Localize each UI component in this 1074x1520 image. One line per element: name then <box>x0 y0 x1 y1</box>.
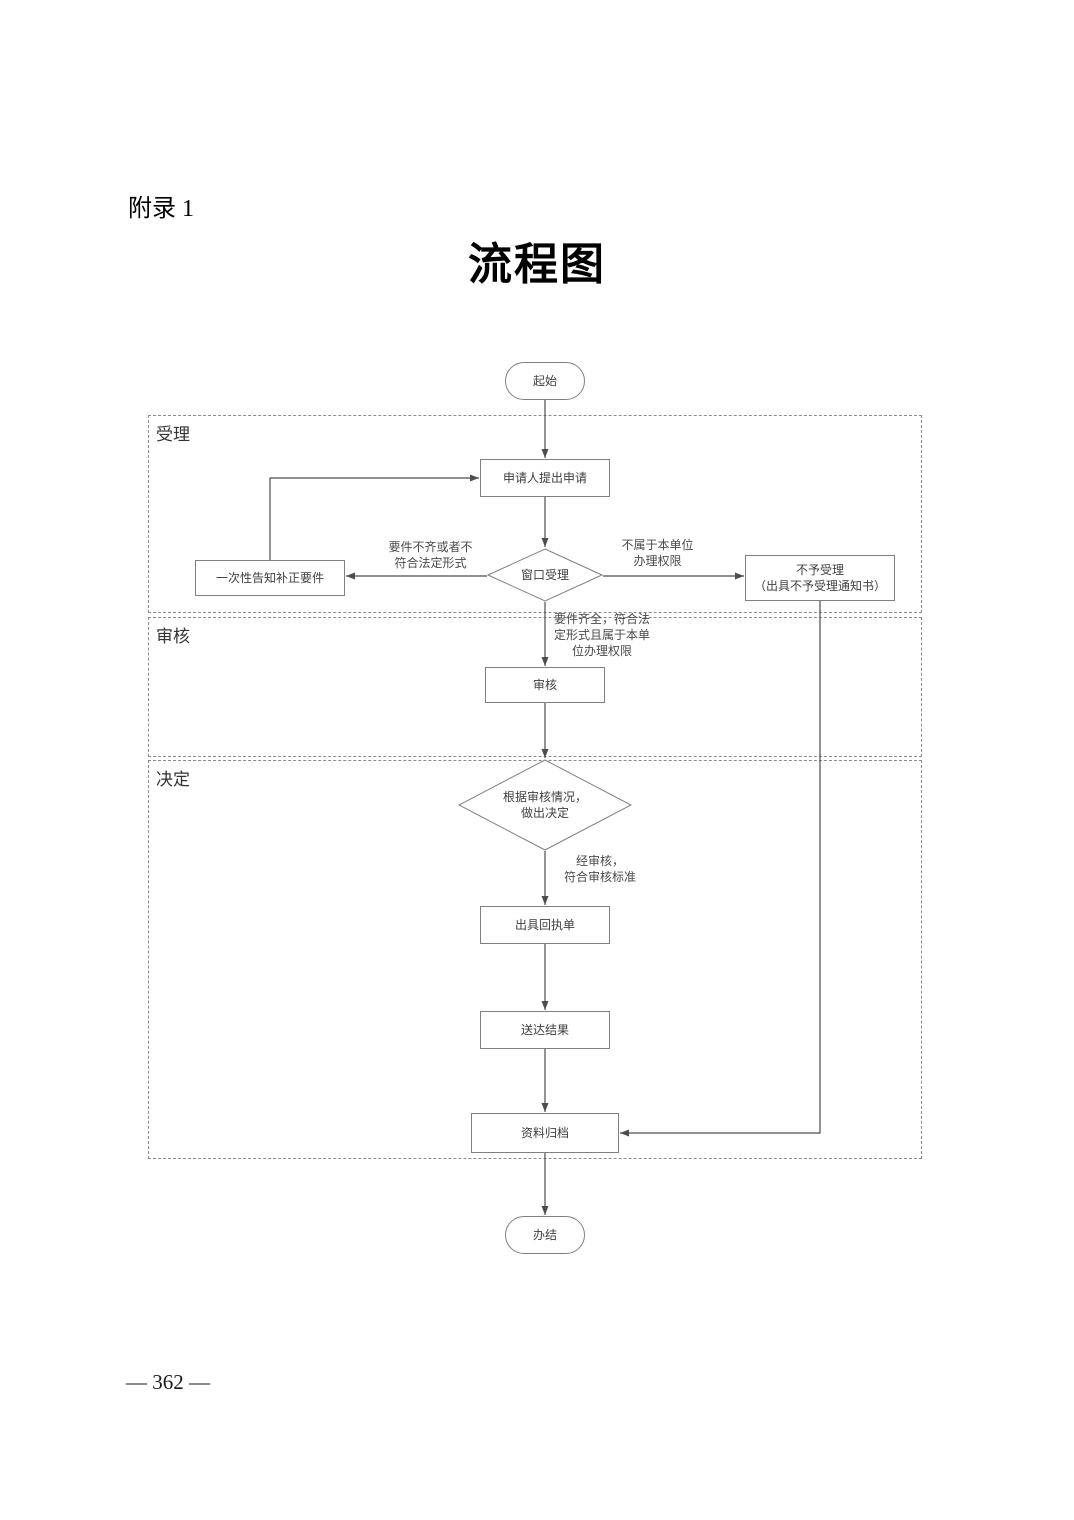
start-node: 起始 <box>505 362 585 400</box>
edge-label-pass-review: 经审核， 符合审核标准 <box>563 854 636 884</box>
final-decision-label: 根据审核情况， 做出决定 <box>502 789 587 820</box>
lane-decide-label: 决定 <box>156 770 190 789</box>
end-node: 办结 <box>505 1216 585 1254</box>
deliver-result-node: 送达结果 <box>480 1011 610 1049</box>
lane-accept-label: 受理 <box>156 425 190 444</box>
archive-node: 资料归档 <box>471 1113 619 1153</box>
page-number: — 362 — <box>126 1370 210 1394</box>
page-title: 流程图 <box>468 240 606 289</box>
edge-label-complete: 要件齐全，符合法 定形式且属于本单 位办理权限 <box>553 612 650 658</box>
lane-review-label: 审核 <box>156 627 190 646</box>
review-node: 审核 <box>485 667 605 703</box>
notify-correction-node: 一次性告知补正要件 <box>195 560 345 596</box>
apply-node: 申请人提出申请 <box>480 459 610 497</box>
lane-accept: 受理 <box>148 415 922 613</box>
window-decision-diamond: 窗口受理 <box>487 548 603 602</box>
diamond-shape <box>487 548 603 602</box>
issue-receipt-node: 出具回执单 <box>480 906 610 944</box>
appendix-label: 附录 1 <box>128 196 194 222</box>
edge-label-not-authority: 不属于本单位 办理权限 <box>621 538 694 568</box>
lane-decide: 决定 <box>148 760 922 1159</box>
edge-label-incomplete: 要件不齐或者不 符合法定形式 <box>388 540 473 570</box>
window-decision-label: 窗口受理 <box>520 567 569 582</box>
final-decision-diamond: 根据审核情况， 做出决定 <box>458 759 632 851</box>
reject-node: 不予受理 （出具不予受理通知书） <box>745 555 895 601</box>
diamond-shape <box>458 759 632 851</box>
lane-review: 审核 <box>148 617 922 757</box>
